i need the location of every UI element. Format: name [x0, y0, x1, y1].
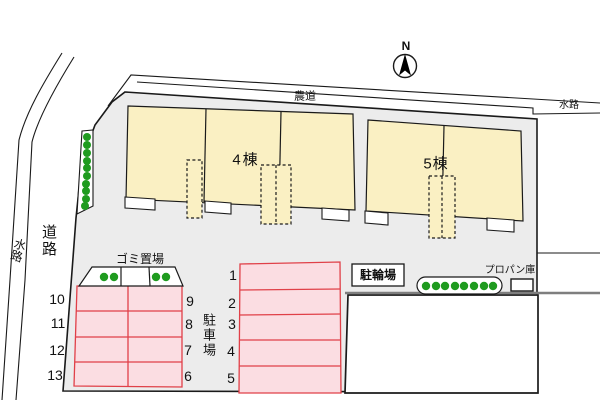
- shrub-icon: [161, 272, 171, 282]
- parking-lot-label: 駐車場: [201, 313, 216, 358]
- parking-space-number: 13: [47, 367, 63, 383]
- north-arrow-needle: [399, 54, 411, 76]
- porch: [321, 207, 350, 222]
- shrub-icon: [440, 281, 450, 291]
- garbage-area-shrubs: [99, 272, 171, 282]
- parking-block-left: [73, 284, 183, 388]
- hedge-bed: [416, 276, 503, 295]
- shrub-icon: [83, 172, 91, 180]
- parking-line: [239, 313, 341, 316]
- building-5-outline: [365, 119, 524, 222]
- parking-space-number: 2: [228, 295, 236, 311]
- waterway-top-label: 水路: [559, 100, 579, 111]
- shrub-icon: [83, 164, 91, 172]
- shrub-icon: [109, 272, 119, 282]
- road-edge: [136, 81, 600, 115]
- parking-space-number: 4: [227, 343, 235, 359]
- north-arrow: [392, 53, 418, 79]
- parking-space-number: 5: [227, 370, 235, 386]
- bicycle-parking-label: 駐輪場: [359, 268, 397, 282]
- parking-block-right-outline: [238, 261, 342, 394]
- shrub-icon: [450, 281, 460, 291]
- building-4-outline: [125, 105, 356, 211]
- shrub-icon: [83, 149, 91, 157]
- road-left-label: 道路: [40, 224, 57, 258]
- shrub-icon: [83, 133, 91, 141]
- building-4-label: 4棟: [232, 151, 260, 169]
- bicycle-parking-box: [351, 263, 405, 287]
- shrub-icon: [81, 202, 89, 210]
- shrub-icon: [488, 281, 498, 291]
- shrub-icon: [99, 272, 109, 282]
- stairwells: [186, 159, 456, 239]
- left-hedge-shrubs: [81, 133, 91, 210]
- left-road-lines: [1, 52, 75, 400]
- parking-space-number: 8: [185, 316, 193, 332]
- shrub-icon: [431, 281, 441, 291]
- hedge-shrubs: [421, 281, 498, 291]
- parking-space-number: 10: [49, 291, 65, 307]
- porch: [364, 210, 389, 226]
- entrance-porches: [124, 196, 515, 233]
- parking-block-right: [238, 261, 342, 394]
- shrub-icon: [459, 281, 469, 291]
- building-4-unit-divider: [203, 108, 207, 203]
- shrub-icon: [82, 180, 90, 188]
- parking-space-number: 12: [49, 342, 65, 358]
- porch: [124, 196, 156, 211]
- building-5-label: 5棟: [423, 155, 449, 173]
- parking-space-number: 1: [229, 267, 237, 283]
- propane-storage-label: プロパン庫: [484, 265, 536, 276]
- neighbor-parcel: [344, 294, 539, 394]
- shrub-icon: [151, 272, 161, 282]
- north-label: N: [401, 39, 411, 53]
- garbage-divider: [148, 266, 151, 287]
- shrub-icon: [469, 281, 479, 291]
- parking-space-number: 7: [184, 342, 192, 358]
- parking-space-number: 3: [228, 316, 236, 332]
- parking-space-number: 6: [184, 368, 192, 384]
- garbage-area-outline: [77, 266, 184, 287]
- parking-space-number: 11: [50, 315, 66, 331]
- stairwell: [428, 175, 456, 239]
- shrub-icon: [83, 141, 91, 149]
- road-edge: [107, 74, 600, 107]
- shrub-icon: [82, 187, 90, 195]
- garbage-area-label: ゴミ置場: [115, 252, 165, 266]
- garbage-area: [77, 266, 184, 287]
- shrub-icon: [82, 195, 90, 203]
- farm-road-label: 農道: [294, 90, 316, 103]
- parking-space-number: 9: [186, 293, 194, 309]
- farm-road-lines: [107, 74, 600, 115]
- parking-line: [239, 288, 341, 291]
- shrub-icon: [83, 157, 91, 165]
- porch: [486, 217, 515, 233]
- road-edge: [1, 52, 63, 400]
- road-edge: [15, 56, 75, 400]
- propane-storage-box: [510, 278, 534, 292]
- porch: [204, 200, 232, 215]
- shrub-icon: [421, 281, 431, 291]
- building-4: [125, 105, 356, 211]
- stairwell: [186, 159, 203, 219]
- shrub-icon: [479, 281, 489, 291]
